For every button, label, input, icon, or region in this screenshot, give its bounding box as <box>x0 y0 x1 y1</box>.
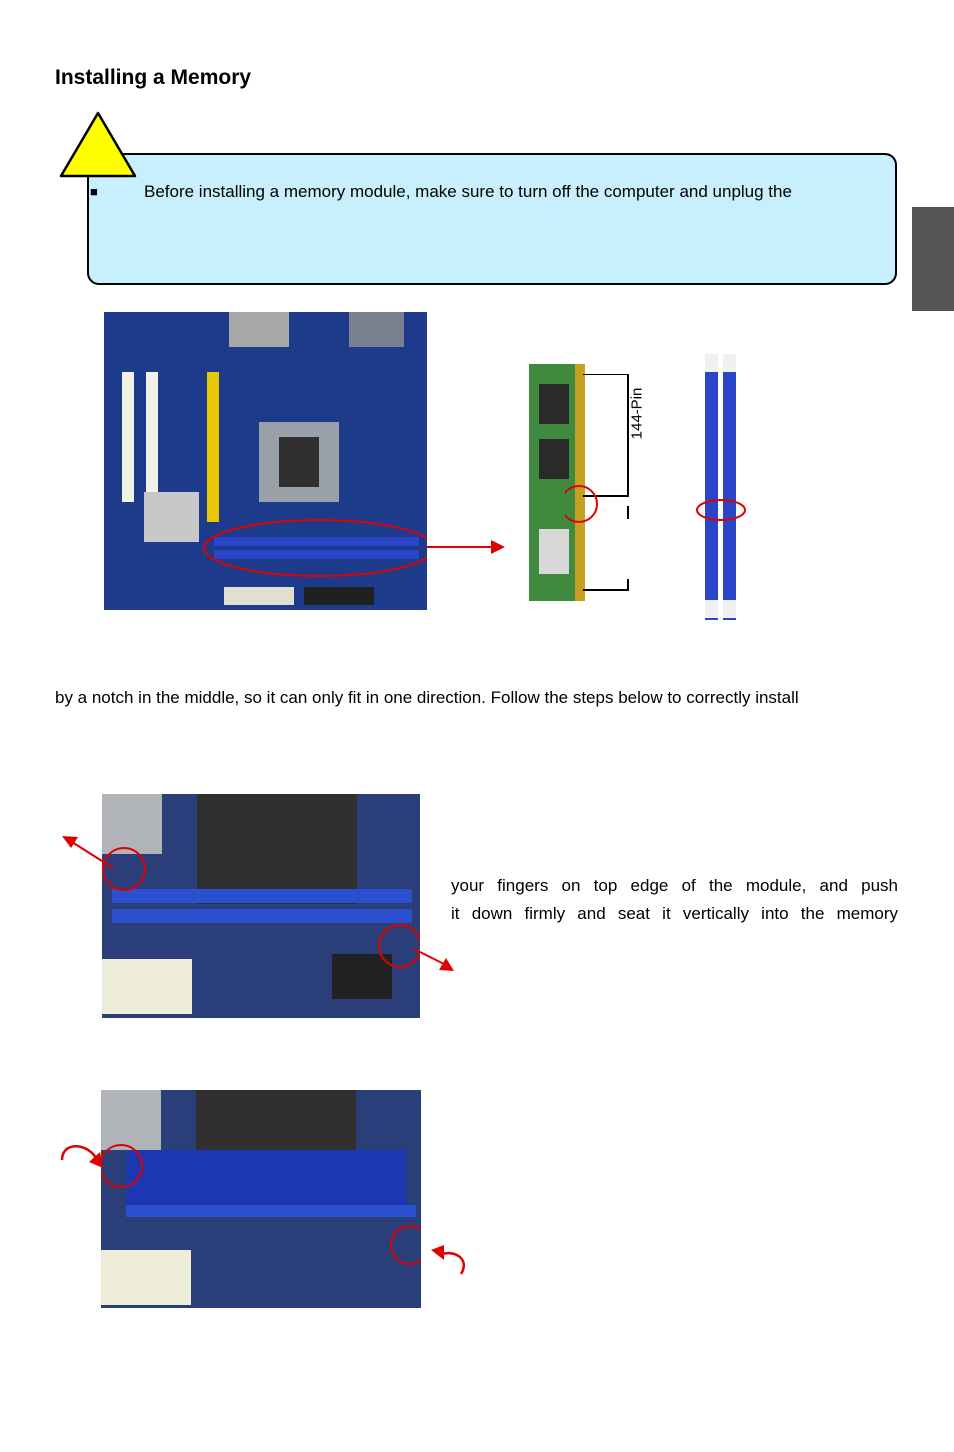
step-text-line2: it down firmly and seat it vertically in… <box>451 904 898 923</box>
body-paragraph: by a notch in the middle, so it can only… <box>55 688 799 707</box>
step-text-line1: your fingers on top edge of the module, … <box>451 876 898 895</box>
direction-arrow-icon <box>427 540 505 554</box>
step2-photo <box>101 1090 421 1308</box>
motherboard-image <box>104 312 427 610</box>
step1-photo <box>102 794 420 1018</box>
side-tab <box>912 207 954 311</box>
step2-right-arrow-icon <box>431 1245 466 1275</box>
pin-bracket <box>565 374 629 591</box>
step2-left-arrow-icon <box>60 1145 103 1168</box>
step1-left-arrow-icon <box>62 836 114 869</box>
warning-text: Before installing a memory module, make … <box>144 182 792 201</box>
page-title: Installing a Memory <box>55 66 252 89</box>
warning-bullet: ■ <box>90 184 98 199</box>
dimm-slot-image <box>696 354 746 620</box>
memory-module-image <box>529 364 585 601</box>
warning-triangle-icon <box>59 111 137 178</box>
pin-count-label: 144-Pin <box>628 387 646 440</box>
step1-right-arrow-icon <box>413 948 454 971</box>
warning-box <box>87 153 897 285</box>
